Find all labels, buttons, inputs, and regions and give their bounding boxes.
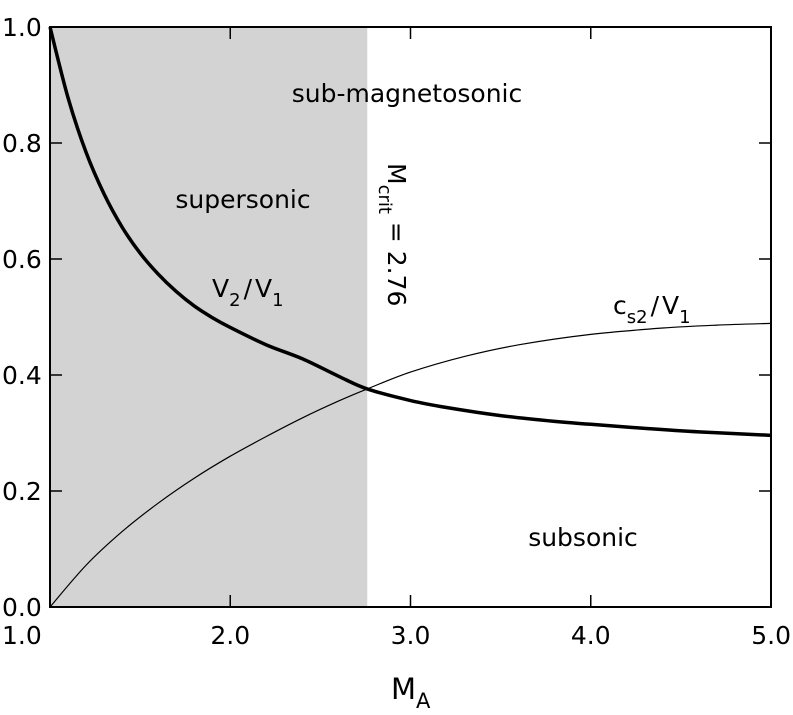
subsonic-label: subsonic bbox=[528, 523, 638, 552]
mcrit-rest: = 2.76 bbox=[382, 214, 411, 307]
tick-labels: 1.0 2.0 3.0 4.0 5.0 0.0 0.2 0.4 0.6 0.8 1.0 bbox=[2, 13, 791, 650]
x-tick-label: 1.0 bbox=[2, 621, 42, 650]
mcrit-main: M bbox=[382, 163, 411, 185]
series-line-v2-v1 bbox=[48, 26, 772, 438]
y-tick-label: 0.4 bbox=[2, 361, 42, 390]
v1-sub: 1 bbox=[272, 290, 283, 311]
supersonic-label: supersonic bbox=[175, 185, 310, 214]
y-tick-label: 0.8 bbox=[2, 129, 42, 158]
ticks bbox=[49, 26, 772, 608]
cs2-sep: / bbox=[651, 291, 660, 320]
v2-sep: / bbox=[244, 274, 253, 303]
v1-main: V bbox=[255, 274, 272, 303]
cs2-sub: s2 bbox=[627, 307, 648, 328]
x-axis-title-sub: A bbox=[416, 689, 431, 713]
critical-mach-label: Mcrit = 2.76 bbox=[374, 163, 411, 306]
y-tick-label: 0.2 bbox=[2, 477, 42, 506]
cs2-v1-main: V bbox=[662, 291, 679, 320]
cs2-v1-sub: 1 bbox=[679, 307, 690, 328]
x-axis-title: MA bbox=[391, 672, 431, 713]
y-tick-label: 1.0 bbox=[2, 13, 42, 42]
mcrit-sub: crit bbox=[374, 185, 395, 214]
series-layer bbox=[48, 26, 772, 608]
x-tick-label: 3.0 bbox=[391, 621, 431, 650]
cs2-main: c bbox=[613, 291, 627, 320]
v2-sub: 2 bbox=[229, 290, 240, 311]
y-tick-label: 0.6 bbox=[2, 245, 42, 274]
y-tick-label: 0.0 bbox=[2, 593, 42, 622]
x-tick-label: 2.0 bbox=[210, 621, 250, 650]
series-line-cs2-v1 bbox=[49, 322, 772, 608]
x-axis-title-main: M bbox=[391, 672, 416, 706]
x-tick-label: 4.0 bbox=[571, 621, 611, 650]
series-label-cs2-v1: cs2/V1 bbox=[613, 291, 691, 328]
x-tick-label: 5.0 bbox=[751, 621, 791, 650]
series-label-v2-v1: V2/V1 bbox=[212, 274, 284, 311]
v2-main: V bbox=[212, 274, 229, 303]
sub-magnetosonic-label: sub-magnetosonic bbox=[292, 79, 522, 108]
